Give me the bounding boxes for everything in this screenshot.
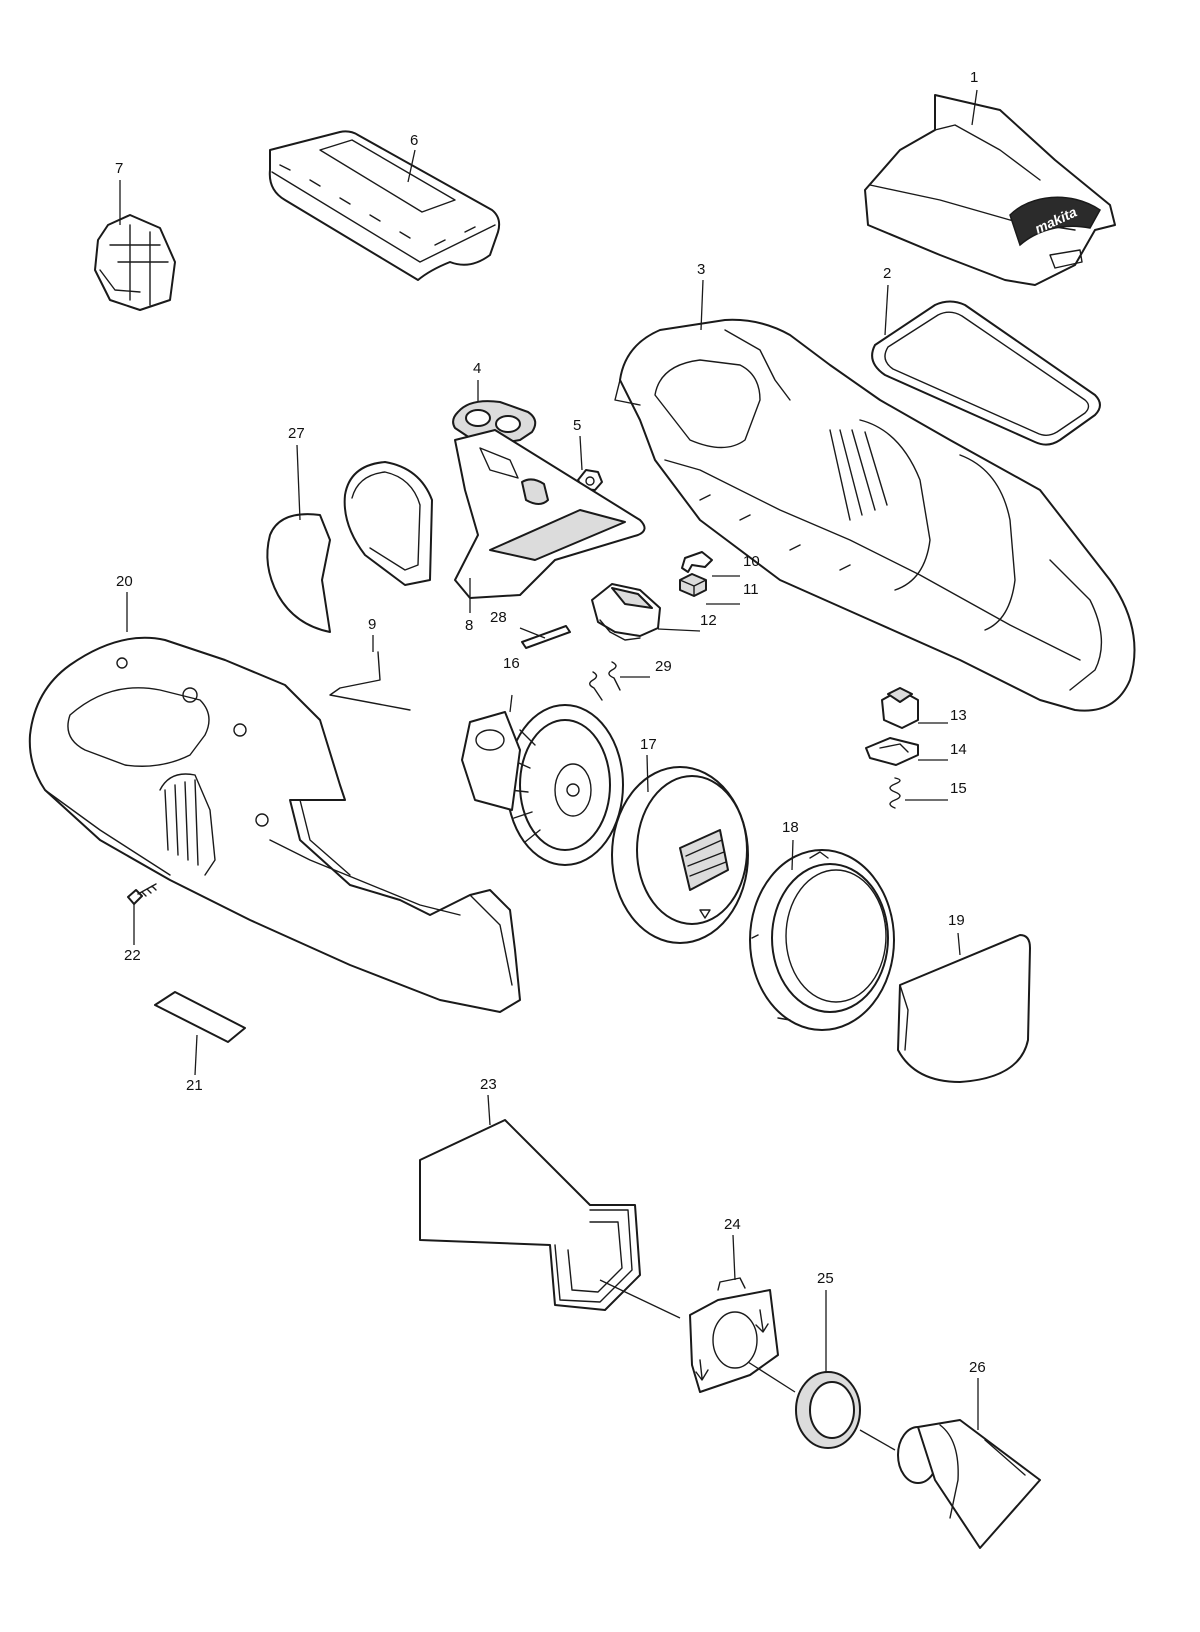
part-26-nozzle: [897, 1419, 1041, 1549]
part-9-wire-hook: [329, 651, 411, 711]
callout-10: 10: [743, 553, 760, 570]
callout-14: 14: [950, 741, 967, 758]
part-24-holder-plate: [689, 1277, 779, 1393]
leader-lines: [119, 89, 979, 1451]
callout-13: 13: [950, 707, 967, 724]
callout-12: 12: [700, 612, 717, 629]
callout-25: 25: [817, 1270, 834, 1287]
callout-numbers: 1 2 3 4 5 6 7 8 9 10 11 12 13 14 15 16 1…: [115, 69, 986, 1376]
callout-22: 22: [124, 947, 141, 964]
part-21-label-plate: [154, 991, 246, 1043]
callout-16: 16: [503, 655, 520, 672]
callout-17: 17: [640, 736, 657, 753]
callout-5: 5: [573, 417, 581, 434]
part-25-seal-ring: [795, 1371, 861, 1449]
part-16-motor-fan: [461, 704, 624, 866]
callout-2: 2: [883, 265, 891, 282]
part-17-filter-cover: [611, 766, 749, 944]
part-1-top-cover: makita: [864, 94, 1116, 286]
callout-15: 15: [950, 780, 967, 797]
callout-24: 24: [724, 1216, 741, 1233]
part-22-screw: [127, 883, 157, 905]
part-19-pre-filter: [897, 934, 1031, 1083]
part-27-filter-pieces: [266, 461, 433, 633]
part-29-springs: [589, 661, 621, 701]
part-7-end-cap: [94, 214, 176, 311]
part-6-battery-pack: [268, 130, 501, 281]
callout-29: 29: [655, 658, 672, 675]
callout-28: 28: [490, 609, 507, 626]
part-23-dust-bag: [419, 1119, 641, 1311]
callout-20: 20: [116, 573, 133, 590]
callout-19: 19: [948, 912, 965, 929]
part-8-switch-plate: [454, 429, 646, 599]
callout-9: 9: [368, 616, 376, 633]
callout-3: 3: [697, 261, 705, 278]
part-18-filter-ring: [749, 849, 895, 1031]
part-20-handle-housing: [28, 636, 521, 1013]
part-12-latch: [591, 583, 661, 641]
part-2-gasket: [871, 300, 1101, 446]
callout-26: 26: [969, 1359, 986, 1376]
callout-27: 27: [288, 425, 305, 442]
callout-7: 7: [115, 160, 123, 177]
part-28-pin: [521, 625, 571, 649]
part-14-bracket: [865, 737, 919, 766]
callout-11: 11: [743, 581, 759, 598]
part-3-main-housing: [614, 318, 1136, 712]
callout-1: 1: [970, 69, 978, 86]
callout-18: 18: [782, 819, 799, 836]
callout-8: 8: [465, 617, 473, 634]
callout-23: 23: [480, 1076, 497, 1093]
callout-6: 6: [410, 132, 418, 149]
part-10-clip: [681, 551, 713, 573]
part-15-spring: [889, 777, 901, 809]
callout-21: 21: [186, 1077, 203, 1094]
part-4-switch-button: [452, 400, 537, 444]
callout-4: 4: [473, 360, 481, 377]
part-11-block: [679, 573, 707, 597]
part-13-switch: [881, 687, 919, 729]
